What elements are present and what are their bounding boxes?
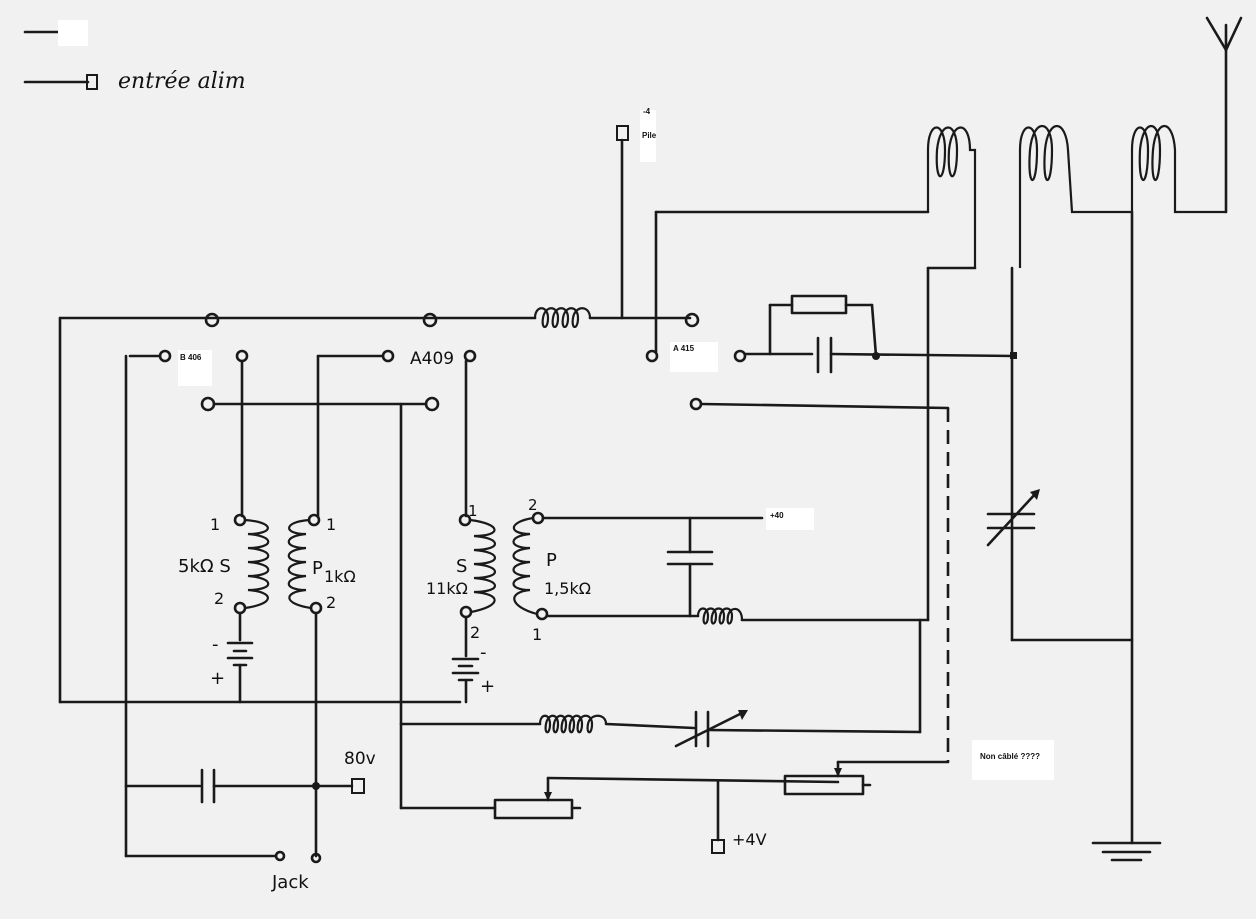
rf-coil-3-icon [1130,124,1226,214]
a415-terminal-1[interactable] [684,312,700,328]
antenna-icon [1205,16,1243,214]
t2-pin2-left: 2 [470,623,480,642]
pile-minus-label: -4 [643,107,651,116]
rf-coil-2-icon [1018,124,1132,268]
t2-primary-coil-icon [512,516,538,616]
rf-coil-1-icon [654,126,977,354]
a415-filament-wire [700,402,950,410]
jack-terminal-2-icon[interactable] [310,852,322,864]
plus4v-terminal-icon[interactable] [711,839,725,854]
b406-grid-terminal[interactable] [158,349,172,363]
v80-terminal-icon[interactable] [351,778,365,794]
bypass-capacitor-icon [666,550,714,566]
non-cable-label: Non câblé ???? [980,752,1040,761]
a415-label-bg [670,342,718,372]
t1-s-pin1-icon [233,513,247,527]
plus40-label: +40 [770,511,784,520]
grid-to-tuning-wire [829,352,1017,358]
b406-plate-terminal[interactable] [235,349,249,363]
battery-1-plus: + [210,668,225,689]
reaction-wire-2 [604,722,696,730]
a409-terminal-1[interactable] [422,312,438,328]
non-cable-label-bg [972,740,1054,780]
junction-square [1010,352,1017,359]
pile-label: Pile [642,131,657,140]
pot1-wiper-arrow [544,792,552,801]
t2-secondary-label: S [456,556,467,577]
jack-terminal-1-icon[interactable] [274,850,286,862]
grid-leak-right [870,303,878,358]
b406-label: B 406 [180,353,202,362]
pot-link-wire [546,776,840,784]
v80-label: 80v [344,749,376,769]
t1-pin2-left: 2 [214,589,224,608]
jack-label: Jack [271,872,309,893]
battery-2-plus: + [480,676,495,697]
t2-pin2-right: 2 [528,496,538,514]
t1-p-pin2-icon [309,601,323,615]
t1-p-pin1-icon [307,513,321,527]
battery-1-icon: - + [210,634,254,704]
pile-label-bg [640,110,656,162]
t1-pin1-right: 1 [326,515,336,534]
choke-coil-icon [533,307,592,329]
t2-primary-value: 1,5kΩ [544,579,591,598]
t1-s-pin2-icon [233,601,247,615]
t1-secondary-coil-icon [244,518,270,610]
ground-icon [1091,210,1162,862]
t2-primary-label: P [546,550,557,571]
plus40-label-bg [766,508,814,530]
rf-choke-icon [696,607,744,625]
t2-p-pin1-icon [535,607,549,621]
t1-pin2-right: 2 [326,593,336,612]
a415-plate-terminal[interactable] [733,349,747,363]
a415-grid-terminal[interactable] [645,349,659,363]
battery-1-minus: - [212,634,219,655]
t2-secondary-value: 11kΩ [426,579,468,598]
grid-capacitor-icon [816,336,833,374]
a409-grid-terminal[interactable] [381,349,395,363]
t1-primary-coil-icon [287,518,312,610]
transformer-1: 1 2 1 2 5kΩ S P 1kΩ [178,513,356,615]
t1-pin1-left: 1 [210,515,220,534]
t2-pin1-right: 1 [532,625,542,644]
a409-filament-terminal[interactable] [424,396,440,412]
grid-leak-resistor-icon [790,294,848,315]
plus4v-label: +4V [732,830,767,849]
legend-mask [58,20,88,46]
t2-p-pin2-icon [531,511,545,525]
legend-terminal-icon [86,74,98,90]
output-junction-dot [312,782,320,790]
pile-terminal-icon [616,125,629,141]
potentiometer-2-icon [783,774,865,796]
reaction-coil-icon [538,714,608,734]
b406-terminal-1[interactable] [204,312,220,328]
coupling-capacitor-icon [200,768,216,804]
t1-primary-label: P [312,558,323,579]
battery-2-icon: - + [451,642,495,704]
transformer-2: 1 2 2 1 S 11kΩ P 1,5kΩ [426,496,591,644]
t2-pin1-left: 1 [468,502,478,520]
t2-s-pin2-icon [459,605,473,619]
potentiometer-1-icon [493,798,574,820]
reaction-wire-3 [706,728,922,734]
a415-label: A 415 [673,344,695,353]
legend-entree-alim: entrée alim [118,69,246,94]
t1-secondary-label: 5kΩ S [178,556,231,577]
t1-primary-value: 1kΩ [324,567,356,586]
b406-label-bg [178,350,212,386]
battery-2-minus: - [480,642,487,663]
variable-capacitor-tuning-icon [986,489,1040,547]
b406-filament-terminal[interactable] [200,396,216,412]
a415-filament-terminal[interactable] [689,397,703,411]
a409-label: A409 [410,349,454,369]
a409-plate-terminal[interactable] [463,349,477,363]
t2-secondary-coil-icon [469,518,496,614]
legend: entrée alim [23,20,246,94]
pot2-wiper-arrow [834,768,842,777]
